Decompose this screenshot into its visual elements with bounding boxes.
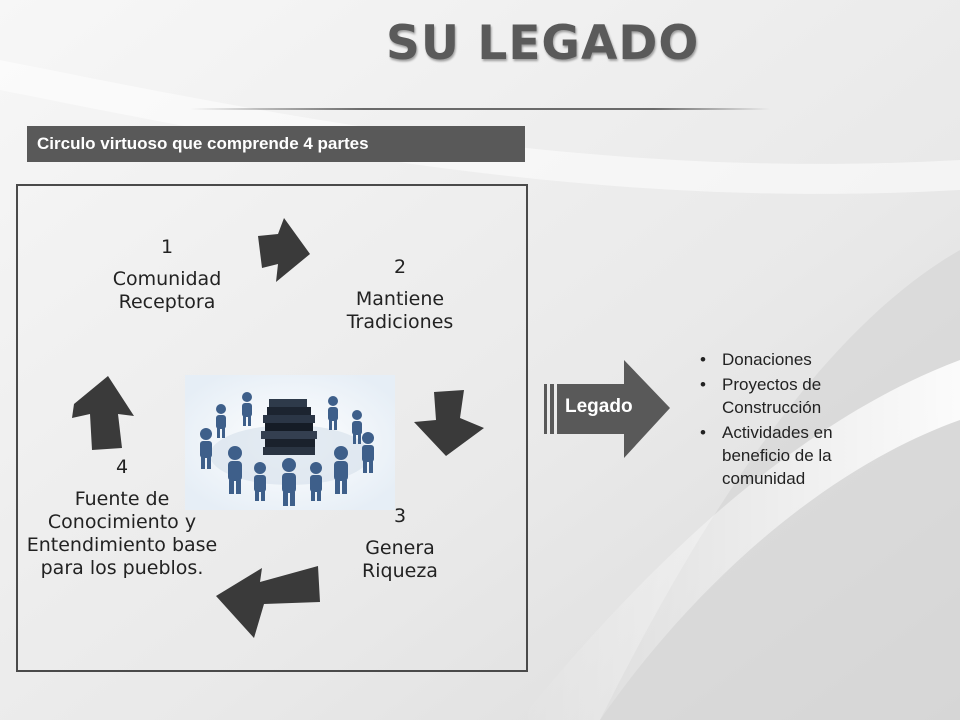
step-number: 4 — [116, 456, 129, 478]
step-label: Fuente de Conocimiento y Entendimiento b… — [26, 488, 218, 579]
bullet-icon: • — [700, 423, 706, 442]
bullet-icon: • — [700, 350, 706, 369]
step-label: Mantiene Tradiciones — [346, 288, 454, 333]
arrow-1-to-2-icon — [258, 218, 310, 282]
legado-list: • Donaciones • Proyectos de Construcción •… — [700, 348, 890, 492]
cycle-step-3: 3 Genera Riqueza — [340, 505, 460, 583]
bullet-icon: • — [700, 375, 706, 394]
legado-arrow-icon — [544, 360, 670, 458]
subtitle-banner: Circulo virtuoso que comprende 4 partes — [27, 126, 525, 162]
page-title: SU LEGADO — [386, 16, 700, 71]
step-label: Comunidad Receptora — [112, 268, 222, 313]
cycle-step-4: 4 Fuente de Conocimiento y Entendimiento… — [20, 456, 224, 580]
list-item-text: Donaciones — [722, 350, 812, 369]
list-item: • Actividades en beneficio de la comunida… — [700, 421, 890, 490]
step-number: 2 — [393, 256, 407, 278]
title-underline — [190, 108, 770, 110]
arrow-2-to-3-icon — [414, 390, 484, 456]
cycle-frame — [16, 184, 528, 672]
people-around-books-icon — [185, 375, 395, 510]
legado-label: Legado — [565, 396, 633, 417]
list-item-text: Proyectos de Construcción — [722, 375, 822, 417]
cycle-step-2: 2 Mantiene Tradiciones — [322, 256, 478, 334]
step-label: Genera Riqueza — [362, 537, 438, 582]
step-number: 3 — [393, 505, 407, 527]
step-number: 1 — [160, 236, 174, 258]
arrow-3-to-4-icon — [216, 566, 320, 638]
list-item: • Donaciones — [700, 348, 890, 371]
arrow-4-to-1-icon — [72, 376, 134, 450]
cycle-step-1: 1 Comunidad Receptora — [92, 236, 242, 314]
list-item-text: Actividades en beneficio de la comunidad — [722, 423, 833, 488]
list-item: • Proyectos de Construcción — [700, 373, 890, 419]
